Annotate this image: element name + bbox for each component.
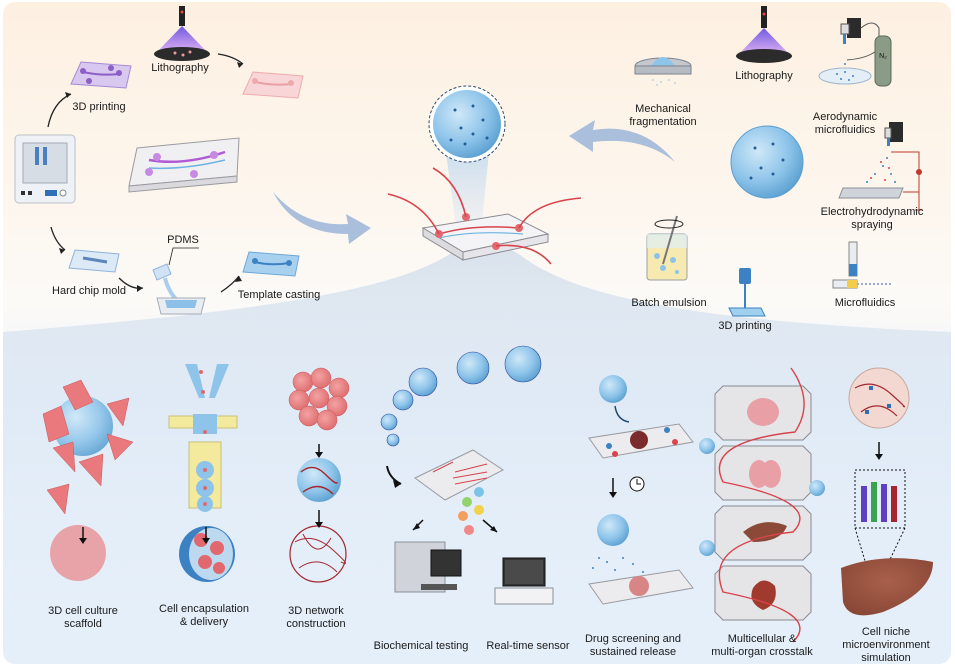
app-label-line2: construction xyxy=(286,618,346,630)
label-ehd-spraying: Electrohydrodynamic spraying xyxy=(821,206,924,232)
label-template-casting: Template casting xyxy=(237,289,321,301)
chip-3d-printed-icon xyxy=(70,61,132,89)
label-3d-printing-right: 3D printing xyxy=(718,320,772,332)
app-label-line1: Cell encapsulation xyxy=(159,603,249,615)
chip-template-cast-icon xyxy=(242,251,300,277)
center-microsphere-dots xyxy=(449,104,489,146)
label-3d-printing-left: 3D printing xyxy=(72,101,126,113)
label-ehd-line1: Electrohydrodynamic xyxy=(820,206,924,218)
app-label-line1: Multicellular & xyxy=(727,633,797,645)
label-aerodynamic-line1: Aerodynamic xyxy=(812,111,878,123)
app-label-line2: & delivery xyxy=(179,616,229,628)
chip-lithography-icon xyxy=(242,71,304,99)
drug-screening-illustration xyxy=(588,375,694,605)
app-label-line1: Drug screening and xyxy=(584,633,682,645)
pdms-leader-line xyxy=(168,247,199,266)
label-batch-emulsion: Batch emulsion xyxy=(631,297,707,309)
3d-printer-icon xyxy=(14,134,76,204)
flow-arrow-left xyxy=(273,192,371,244)
app-label-line2: multi-organ crosstalk xyxy=(711,646,813,658)
niche-simulation-illustration xyxy=(841,367,933,616)
chip-assembled-icon xyxy=(128,137,240,193)
app-label-multi-organ: Multicellular & multi-organ crosstalk xyxy=(711,633,812,659)
aerodynamic-setup-icon: N₂ xyxy=(818,18,892,87)
app-label-encapsulation: Cell encapsulation & delivery xyxy=(159,603,249,629)
figure-panel: N₂ xyxy=(3,2,951,664)
arrow-to-hard-mold xyxy=(50,226,66,251)
label-aerodynamic-line2: microfluidics xyxy=(814,124,876,136)
arrow-pdms-to-cast xyxy=(220,275,240,293)
biochemical-sensing-illustration xyxy=(380,345,554,605)
multi-organ-chips-illustration xyxy=(699,367,825,643)
arrow-litho-to-chip xyxy=(217,53,244,65)
label-lithography-right: Lithography xyxy=(735,70,793,82)
app-label-network: 3D network construction xyxy=(286,605,345,631)
cell-scaffold-illustration xyxy=(42,379,134,581)
network-construction-illustration xyxy=(288,367,350,583)
label-hard-chip-mold: Hard chip mold xyxy=(52,285,126,297)
3d-printing-nozzle-icon xyxy=(728,268,766,317)
app-label-drug-screening: Drug screening and sustained release xyxy=(585,633,681,659)
label-mechanical-line1: Mechanical xyxy=(635,103,691,115)
pdms-pour-icon xyxy=(152,263,206,315)
app-label-line1: 3D cell culture xyxy=(48,605,118,617)
label-lithography-left: Lithography xyxy=(151,62,209,74)
mechanical-sieve-icon xyxy=(634,57,692,86)
label-aerodynamic-microfluidics: Aerodynamic microfluidics xyxy=(813,111,877,137)
arrow-to-3d-printing xyxy=(47,93,72,128)
app-label-line1: Cell niche xyxy=(861,626,911,638)
app-label-line2: sustained release xyxy=(589,646,677,658)
fabricated-microsphere-dots xyxy=(749,142,785,180)
app-label-scaffold: 3D cell culture scaffold xyxy=(48,605,118,631)
label-pdms: PDMS xyxy=(167,234,199,246)
app-label-line2: microenvironment xyxy=(842,639,930,651)
microfluidics-syringe-icon xyxy=(832,241,893,289)
scene-graphics: N₂ xyxy=(3,6,951,664)
label-mechanical-fragmentation: Mechanical fragmentation xyxy=(629,103,696,129)
hard-chip-mold-icon xyxy=(68,249,120,273)
app-label-niche: Cell niche microenvironment simulation xyxy=(842,626,929,664)
gas-cylinder-label: N₂ xyxy=(879,53,887,60)
flow-arrow-right xyxy=(569,120,675,162)
lithography-lamp-icon xyxy=(154,6,210,61)
ehd-spraying-icon xyxy=(838,122,923,211)
center-microsphere xyxy=(433,90,501,158)
beaker-emulsion-icon xyxy=(646,215,688,281)
label-mechanical-line2: fragmentation xyxy=(629,116,697,128)
app-label-biochemical: Biochemical testing xyxy=(373,640,469,652)
label-ehd-line2: spraying xyxy=(851,219,893,231)
app-label-line1: 3D network xyxy=(288,605,344,617)
app-label-line3: simulation xyxy=(861,652,911,664)
center-organ-chip-icon xyxy=(387,167,582,265)
app-label-sensor: Real-time sensor xyxy=(486,640,570,652)
lithography-lamp-icon-right xyxy=(736,6,792,63)
fabricated-microsphere xyxy=(730,125,804,199)
app-label-line2: scaffold xyxy=(64,618,102,630)
label-microfluidics: Microfluidics xyxy=(834,297,896,309)
cell-encapsulation-illustration xyxy=(168,364,238,582)
